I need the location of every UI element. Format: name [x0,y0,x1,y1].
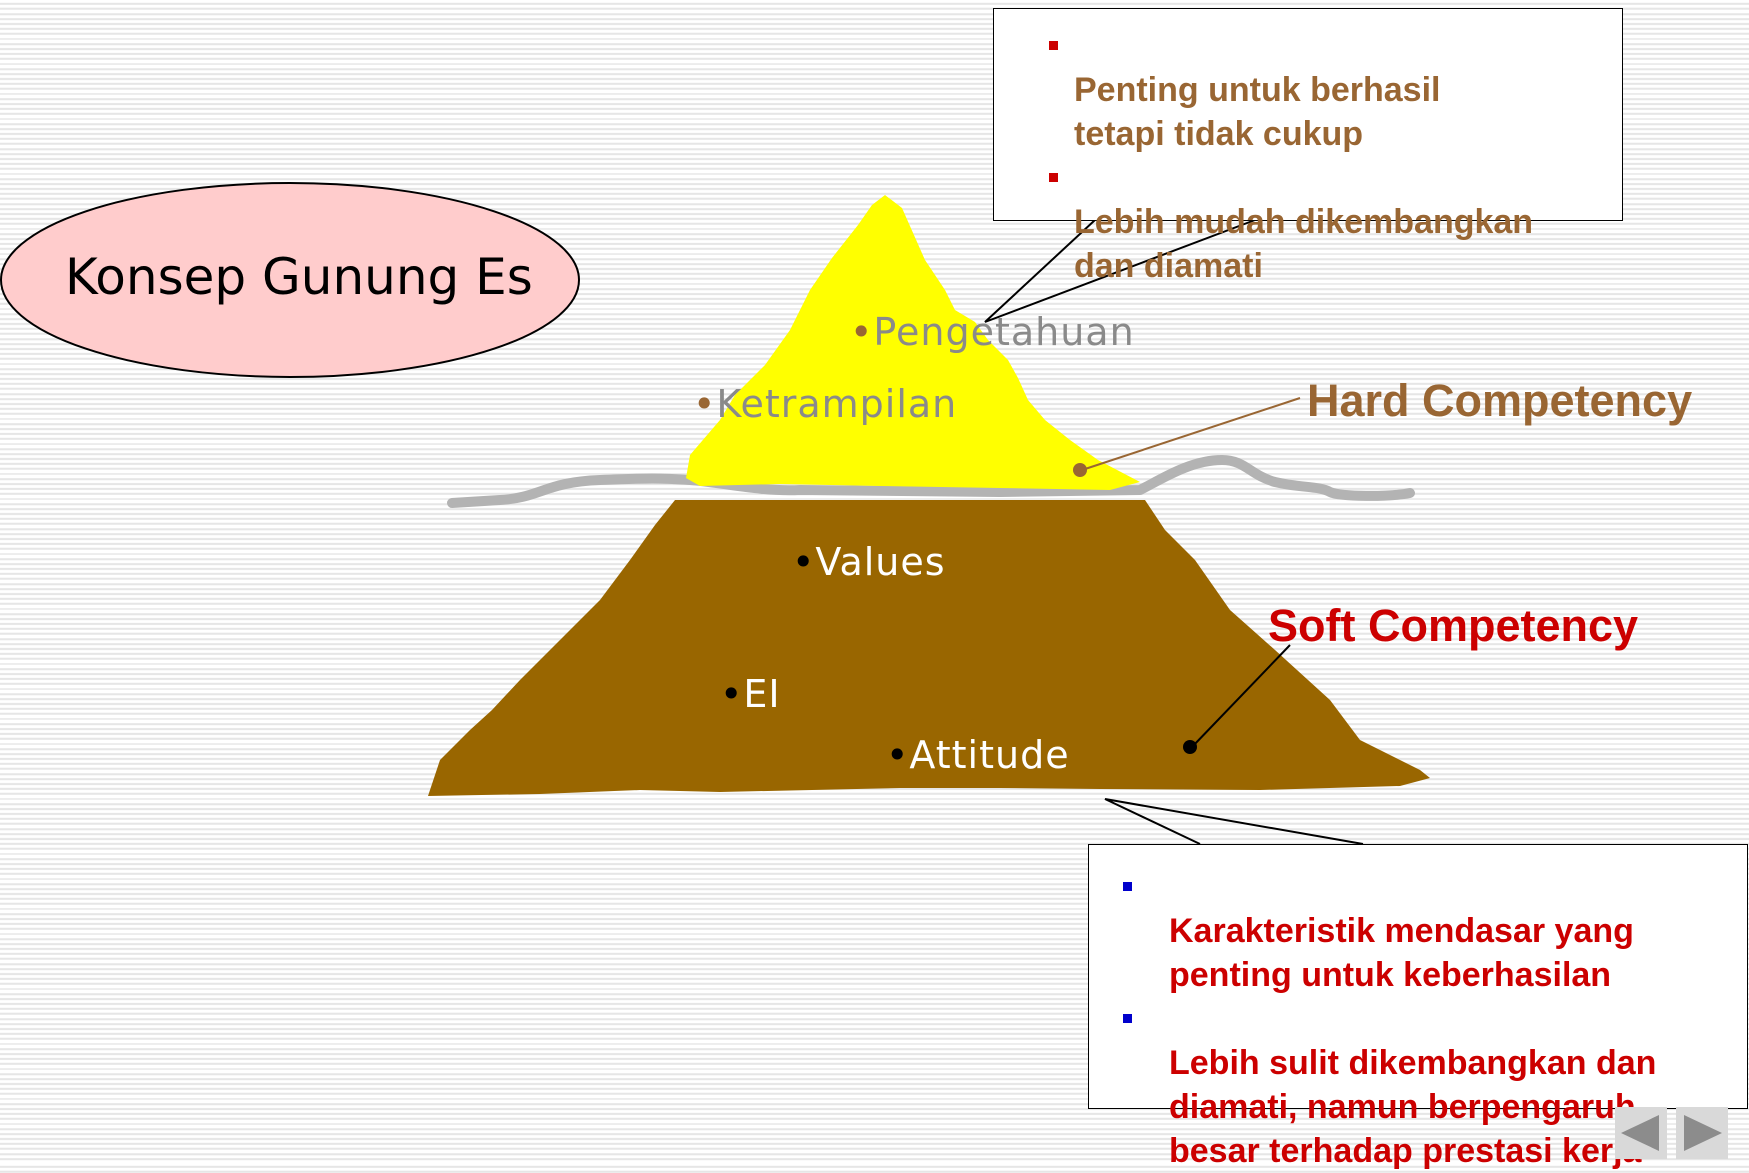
bullet-square-icon [1123,1014,1132,1023]
hard-callout-item: Lebih mudah dikembangkan dan diamati [1049,156,1622,288]
bullet-dot: • [720,672,744,716]
bullet-dot: • [886,733,910,777]
soft-competency-callout: Karakteristik mendasar yang penting untu… [1088,844,1748,1170]
title-bubble [0,182,580,378]
bullet-square-icon [1123,882,1132,891]
soft-competency-label: Soft Competency [1268,600,1639,651]
triangle-right-icon [1684,1115,1722,1151]
bullet-dot: • [850,310,874,354]
label-ei: •EI [720,672,781,716]
label-attitude: •Attitude [886,733,1070,777]
soft-competency-dot [1183,740,1197,754]
label-ketrampilan: •Ketrampilan [693,382,958,426]
soft-callout-pointer [1104,798,1364,845]
iceberg-underwater [428,500,1430,796]
water-line [447,455,1415,508]
hard-competency-dot [1073,463,1087,477]
hard-competency-label: Hard Competency [1307,375,1693,426]
label-values: •Values [792,540,946,584]
triangle-left-icon [1621,1115,1659,1151]
soft-callout-item: Karakteristik mendasar yang penting untu… [1123,865,1747,997]
iceberg-tip [686,195,1140,490]
hard-competency-leader [1081,397,1301,471]
bullet-square-icon [1049,41,1058,50]
hard-callout-item: Penting untuk berhasil tetapi tidak cuku… [1049,24,1622,156]
page-title: Konsep Gunung Es [65,248,533,306]
hard-callout-pointer [984,219,1256,323]
label-pengetahuan: •Pengetahuan [850,310,1135,354]
bullet-square-icon [1049,173,1058,182]
bullet-dot: • [693,382,717,426]
prev-button[interactable] [1615,1107,1667,1159]
hard-competency-callout: Penting untuk berhasil tetapi tidak cuku… [993,8,1623,285]
soft-competency-leader [1191,644,1291,748]
bullet-dot: • [792,540,816,584]
next-button[interactable] [1676,1107,1728,1159]
